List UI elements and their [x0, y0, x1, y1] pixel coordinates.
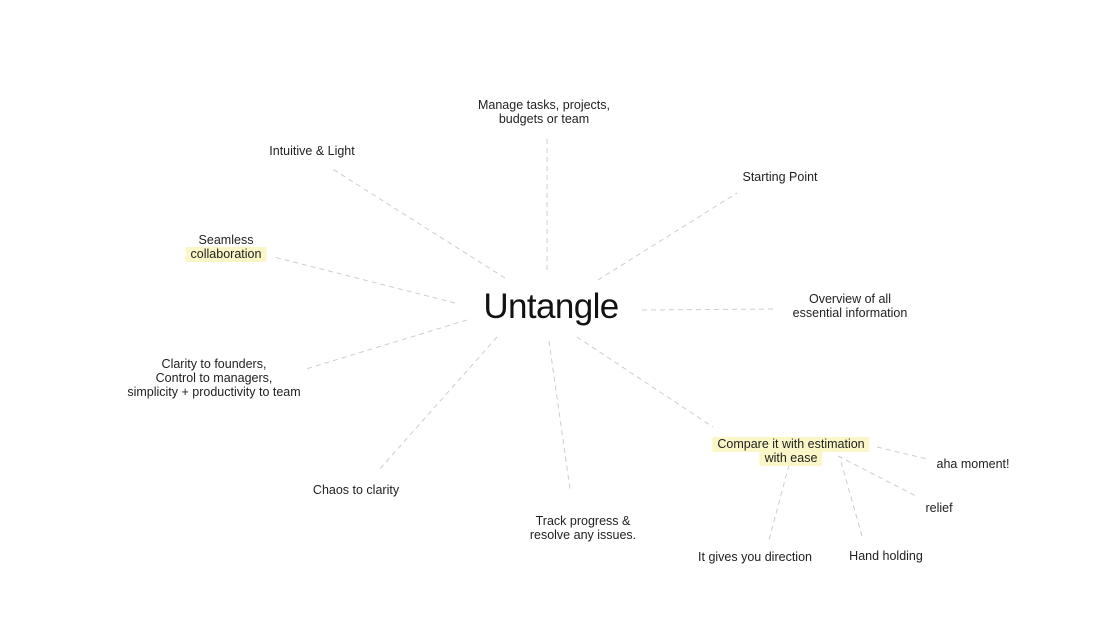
highlighted-text: collaboration: [185, 247, 267, 262]
edge-10: [837, 455, 917, 497]
highlighted-text: Compare it with estimation: [712, 437, 870, 452]
edge-7: [641, 308, 776, 311]
node-text: Intuitive & Light: [269, 144, 355, 158]
node-line: Compare it with estimation: [712, 437, 870, 452]
node-text: Track progress &: [535, 514, 631, 528]
mindmap-node-starting-point[interactable]: Starting Point: [742, 170, 817, 184]
edge-4: [377, 336, 498, 472]
edge-12: [768, 464, 790, 541]
node-text: Overview of all: [809, 292, 891, 306]
node-line: aha moment!: [937, 457, 1010, 471]
node-line: Chaos to clarity: [313, 483, 399, 497]
node-line: Hand holding: [849, 549, 923, 563]
node-text: Control to managers,: [155, 371, 273, 385]
node-line: Intuitive & Light: [269, 144, 354, 158]
node-text: It gives you direction: [698, 550, 812, 564]
mindmap-node-intuitive-light[interactable]: Intuitive & Light: [269, 144, 354, 158]
mindmap-node-track-progress[interactable]: Track progress &resolve any issues.: [530, 514, 636, 542]
node-line: with ease: [712, 451, 869, 466]
node-line: Starting Point: [742, 170, 817, 184]
mindmap-node-manage-tasks[interactable]: Manage tasks, projects,budgets or team: [478, 98, 610, 126]
edge-2: [273, 256, 456, 304]
node-text: simplicity + productivity to team: [127, 385, 301, 399]
node-text: Hand holding: [849, 549, 923, 563]
node-text: Manage tasks, projects,: [477, 98, 611, 112]
node-text: Seamless: [198, 233, 254, 247]
mindmap-node-aha-moment[interactable]: aha moment!: [937, 457, 1010, 471]
node-line: Seamless: [186, 233, 267, 247]
highlighted-text: with ease: [759, 451, 823, 466]
edge-5: [548, 340, 571, 490]
node-line: budgets or team: [478, 112, 610, 126]
node-line: Clarity to founders,: [127, 357, 300, 371]
edge-6: [597, 192, 738, 281]
mindmap-node-relief[interactable]: relief: [925, 501, 952, 515]
node-line: essential information: [793, 306, 908, 320]
node-text: aha moment!: [936, 457, 1010, 471]
node-text: budgets or team: [498, 112, 590, 126]
node-line: resolve any issues.: [530, 528, 636, 542]
mindmap-node-hand-holding[interactable]: Hand holding: [849, 549, 923, 563]
node-text: Starting Point: [742, 170, 818, 184]
node-text: Clarity to founders,: [161, 357, 267, 371]
mindmap-node-chaos-to-clarity[interactable]: Chaos to clarity: [313, 483, 399, 497]
node-text: resolve any issues.: [529, 528, 637, 542]
mindmap-node-clarity-control-simplicity[interactable]: Clarity to founders,Control to managers,…: [127, 357, 300, 399]
edge-8: [576, 336, 714, 428]
node-line: collaboration: [185, 247, 267, 262]
edge-9: [876, 446, 928, 460]
edge-1: [330, 167, 506, 279]
central-node-untangle[interactable]: Untangle: [483, 287, 619, 326]
node-line: Overview of all: [793, 292, 908, 306]
node-line: simplicity + productivity to team: [127, 385, 300, 399]
node-line: It gives you direction: [698, 550, 812, 564]
node-text: essential information: [792, 306, 908, 320]
mindmap-node-gives-direction[interactable]: It gives you direction: [698, 550, 812, 564]
node-line: Track progress &: [530, 514, 636, 528]
edge-11: [840, 461, 863, 537]
node-line: relief: [925, 501, 952, 515]
node-line: Control to managers,: [127, 371, 300, 385]
node-text: Chaos to clarity: [312, 483, 400, 497]
edge-3: [305, 319, 468, 370]
node-text: relief: [925, 501, 953, 515]
node-line: Manage tasks, projects,: [478, 98, 610, 112]
